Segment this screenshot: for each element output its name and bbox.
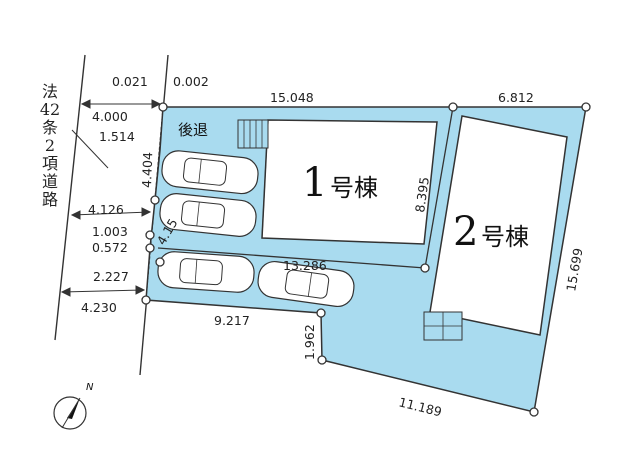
dimension-label: 15.048 [270, 90, 314, 105]
survey-points [141, 102, 591, 417]
building-1-suffix: 号棟 [330, 174, 378, 202]
dimension-label: 13.286 [283, 258, 327, 273]
road-label-char: 法 [42, 82, 58, 101]
building-2-suffix: 号棟 [481, 223, 529, 251]
car-parking-1 [161, 150, 259, 195]
road-hatch-line [71, 129, 109, 169]
car-parking-2 [159, 193, 257, 237]
dimension-label: 2.227 [93, 269, 129, 284]
dimension-label: 1.514 [99, 129, 135, 144]
road-label-char: 条 [42, 118, 58, 137]
road-label-char: 42 [40, 100, 60, 119]
dimension-label: 0.572 [92, 240, 128, 255]
dimension-label: 1.003 [92, 224, 128, 239]
north-label: N [86, 382, 94, 393]
dimension-label: 0.002 [173, 74, 209, 89]
lot-divider-2 [157, 247, 426, 269]
building-2-entry [423, 311, 463, 341]
building-1-entry [237, 119, 269, 149]
road-label-char: 2 [45, 136, 55, 155]
dimension-arrows [60, 99, 162, 297]
dimension-label: 11.189 [397, 394, 443, 419]
setback-label: 後退 [178, 121, 208, 139]
dimension-label: 8.395 [412, 176, 432, 214]
dimension-label: 6.812 [498, 90, 534, 105]
dimension-label: 1.962 [302, 324, 317, 360]
road-label-char: 路 [42, 190, 58, 209]
road-label: 法 42 条 2 項 道 路 [40, 82, 60, 209]
dimension-label: 4.000 [92, 109, 128, 124]
north-arrow-icon [61, 397, 81, 429]
north-compass: N [53, 382, 94, 430]
car-parking-3 [157, 251, 255, 293]
building-1-number: 1 [302, 160, 327, 206]
building-2 [429, 115, 568, 336]
road-label-char: 項 [42, 154, 58, 173]
dimension-label: 4.126 [88, 202, 124, 217]
dimension-label: 0.021 [112, 74, 148, 89]
dimension-label: 15.699 [563, 247, 585, 293]
dimension-label: 9.217 [214, 313, 250, 328]
lot-divider-1 [424, 106, 454, 269]
building-2-number: 2 [453, 209, 478, 255]
dimension-label: 4.404 [139, 152, 155, 188]
car-parking-4 [257, 260, 355, 308]
road-label-char: 道 [42, 172, 58, 191]
dimension-label: 4.230 [81, 300, 117, 315]
road-line-left [54, 54, 86, 341]
